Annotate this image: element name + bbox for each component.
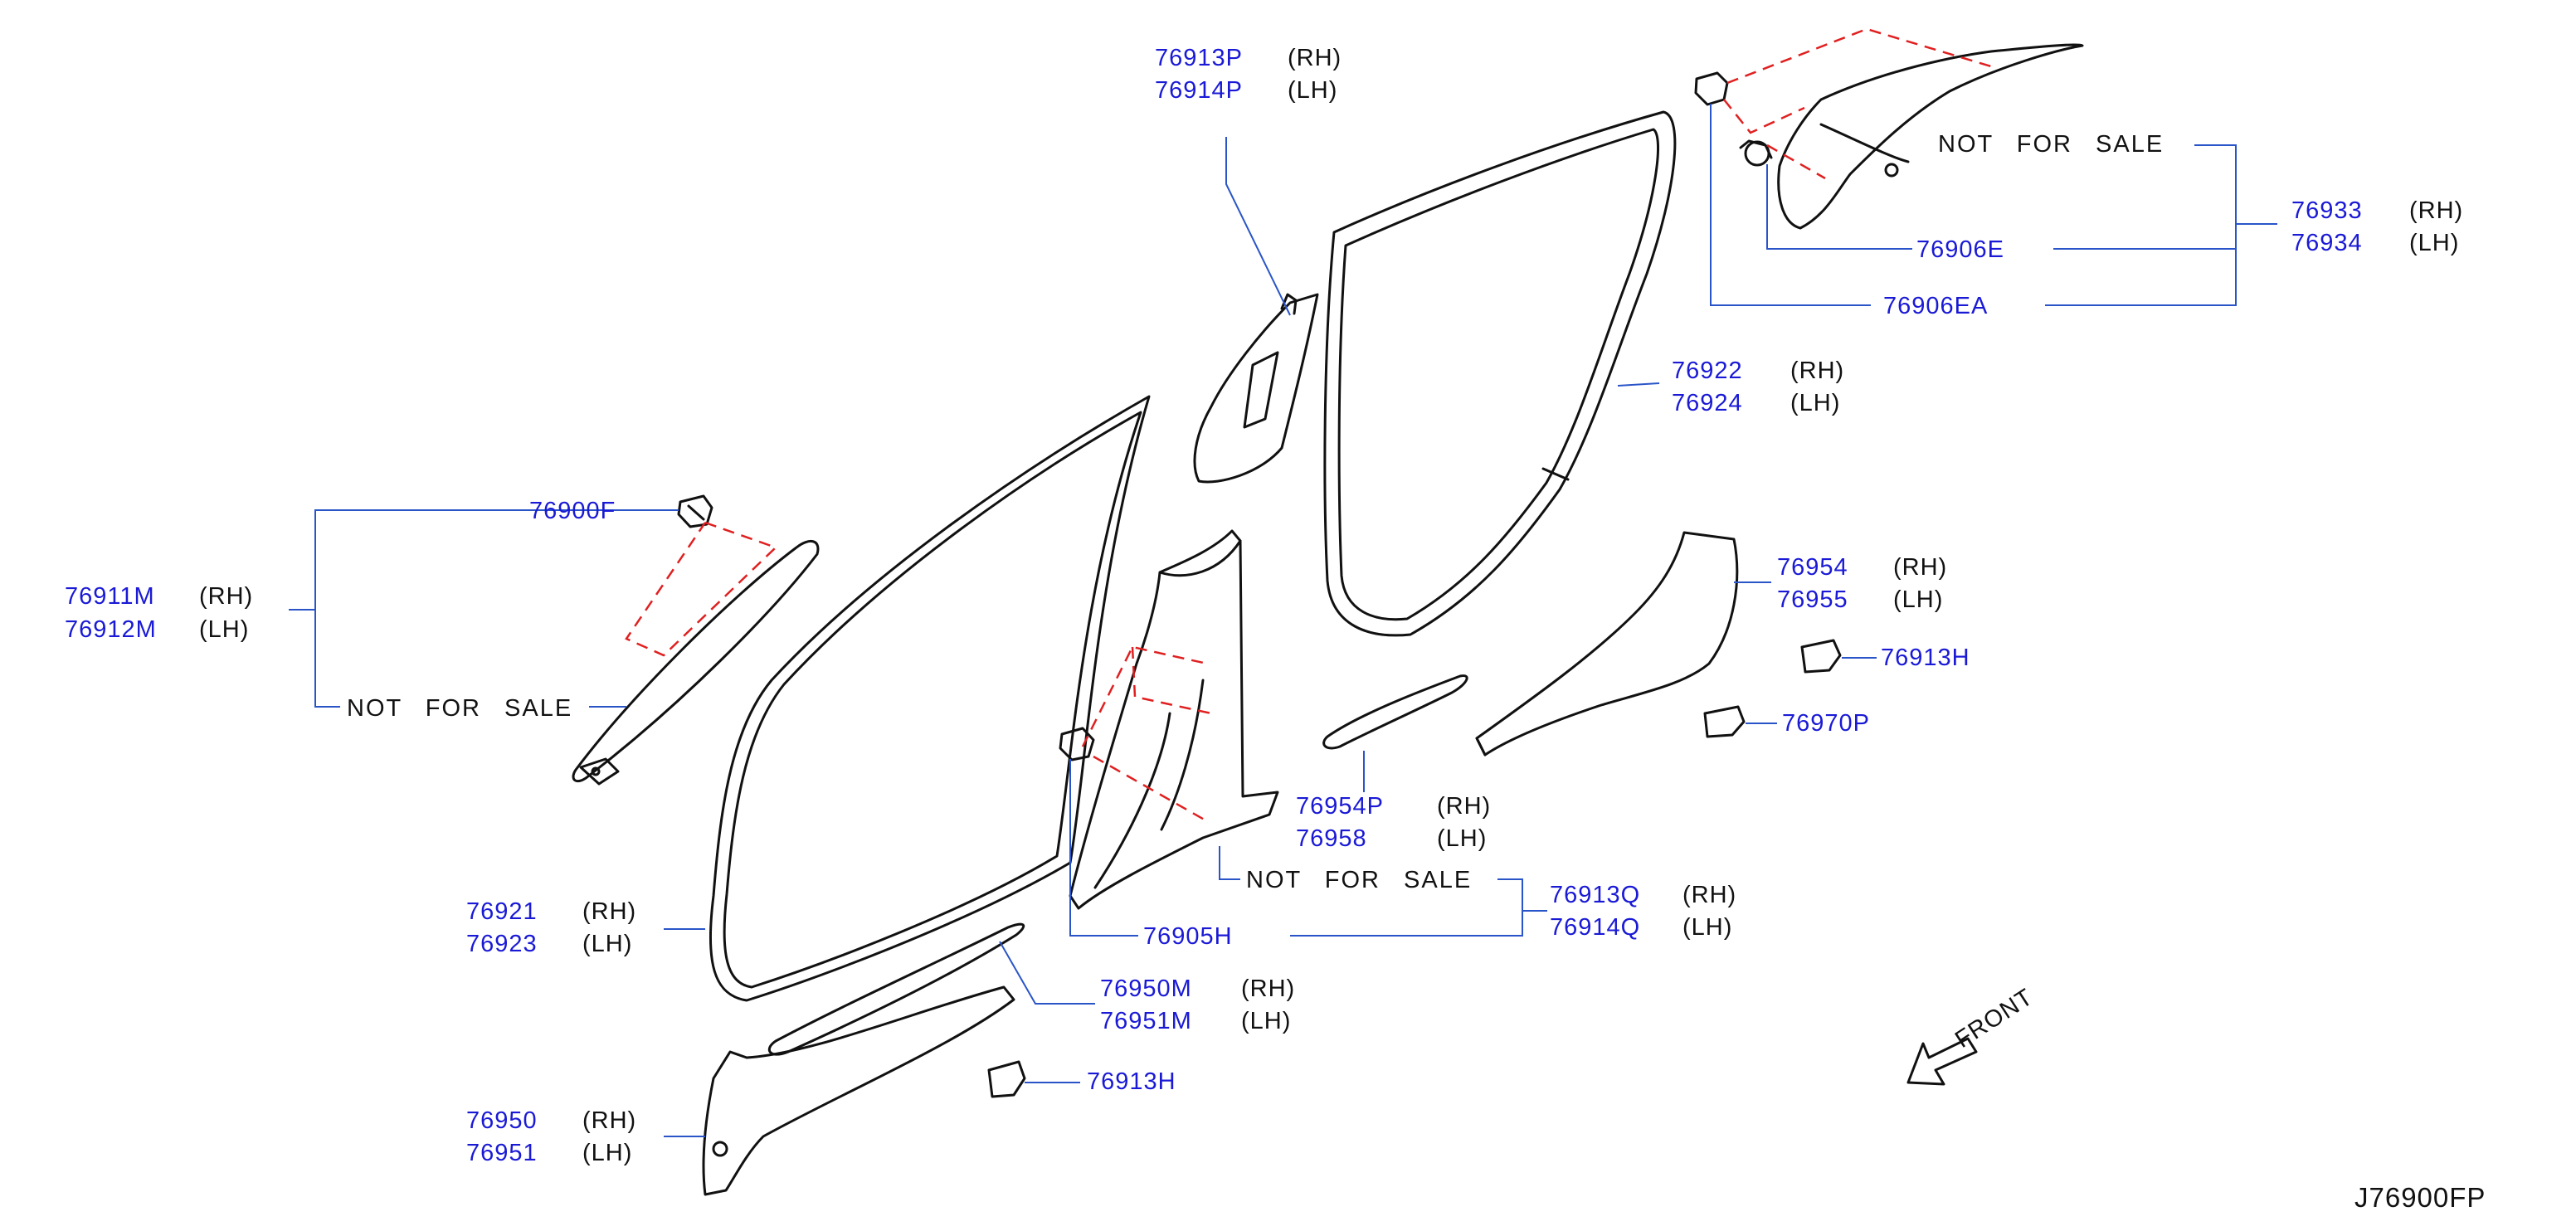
clip-76906E[interactable] xyxy=(1739,139,1773,167)
front-door-weatherstrip[interactable] xyxy=(709,395,1151,1002)
diagram-code: J76900FP xyxy=(2354,1182,2486,1213)
part-number-76954P[interactable]: 76954P xyxy=(1296,793,1384,820)
side-76914P: (LH) xyxy=(1288,77,1338,104)
side-76955: (LH) xyxy=(1893,586,1944,613)
part-number-76913H-front[interactable]: 76913H xyxy=(1087,1068,1176,1095)
side-76954P: (RH) xyxy=(1437,793,1492,820)
side-76951M: (LH) xyxy=(1241,1008,1292,1034)
side-76923: (LH) xyxy=(582,931,633,957)
side-76922: (RH) xyxy=(1790,358,1845,384)
side-76958: (LH) xyxy=(1437,825,1488,852)
part-number-76923[interactable]: 76923 xyxy=(466,931,538,957)
side-76912M: (LH) xyxy=(199,616,250,643)
rear-step-finisher[interactable] xyxy=(1322,674,1468,750)
part-number-76970P[interactable]: 76970P xyxy=(1782,710,1870,737)
clip-76913H-rear[interactable] xyxy=(1800,639,1842,674)
part-number-76951M[interactable]: 76951M xyxy=(1100,1008,1192,1034)
front-step-finisher[interactable] xyxy=(767,922,1025,1056)
rear-pillar-garnish[interactable] xyxy=(1777,43,2084,230)
part-number-76914P[interactable]: 76914P xyxy=(1155,77,1243,104)
not-for-sale-rear-pillar: NOT FOR SALE xyxy=(1938,131,2165,158)
side-76933: (RH) xyxy=(2409,197,2464,224)
side-76913Q: (RH) xyxy=(1682,882,1737,908)
part-number-76911M[interactable]: 76911M xyxy=(65,583,155,610)
side-76921: (RH) xyxy=(582,898,637,925)
part-number-76906E[interactable]: 76906E xyxy=(1916,236,2004,263)
part-number-76950[interactable]: 76950 xyxy=(466,1107,538,1134)
not-for-sale-center-pillar: NOT FOR SALE xyxy=(1246,867,1473,893)
front-pillar-garnish[interactable] xyxy=(572,540,820,786)
side-76954: (RH) xyxy=(1893,554,1948,581)
part-number-76950M[interactable]: 76950M xyxy=(1100,976,1192,1002)
part-number-76906EA[interactable]: 76906EA xyxy=(1883,293,1989,319)
part-number-76934[interactable]: 76934 xyxy=(2291,230,2363,256)
leader-lines xyxy=(289,104,2277,1137)
part-number-76924[interactable]: 76924 xyxy=(1672,390,1743,416)
not-for-sale-front-pillar: NOT FOR SALE xyxy=(347,695,573,722)
clip-76906EA[interactable] xyxy=(1694,71,1729,106)
side-76950: (RH) xyxy=(582,1107,637,1134)
rear-door-weatherstrip[interactable] xyxy=(1323,110,1677,637)
part-number-76922[interactable]: 76922 xyxy=(1672,358,1743,384)
part-number-76933[interactable]: 76933 xyxy=(2291,197,2363,224)
clip-76970P[interactable] xyxy=(1703,705,1746,738)
rear-kicking-plate[interactable] xyxy=(1475,531,1739,757)
part-number-76913Q[interactable]: 76913Q xyxy=(1550,882,1641,908)
part-number-76921[interactable]: 76921 xyxy=(466,898,538,925)
part-number-76954[interactable]: 76954 xyxy=(1777,554,1848,581)
side-76950M: (RH) xyxy=(1241,976,1296,1002)
part-number-76951[interactable]: 76951 xyxy=(466,1140,538,1166)
side-76914Q: (LH) xyxy=(1682,914,1733,941)
center-pillar-upper-garnish[interactable] xyxy=(1193,293,1319,484)
part-number-76900F[interactable]: 76900F xyxy=(529,498,616,524)
part-number-76955[interactable]: 76955 xyxy=(1777,586,1848,613)
side-76924: (LH) xyxy=(1790,390,1841,416)
part-number-76905H[interactable]: 76905H xyxy=(1143,923,1233,950)
part-number-76913P[interactable]: 76913P xyxy=(1155,45,1243,71)
part-number-76914Q[interactable]: 76914Q xyxy=(1550,914,1641,941)
part-number-76958[interactable]: 76958 xyxy=(1296,825,1367,852)
part-number-76913H-rear[interactable]: 76913H xyxy=(1881,645,1970,671)
side-76934: (LH) xyxy=(2409,230,2460,256)
clip-76905H[interactable] xyxy=(1059,727,1095,761)
part-number-76912M[interactable]: 76912M xyxy=(65,616,157,643)
front-arrow-icon xyxy=(1906,1037,1978,1086)
side-76951: (LH) xyxy=(582,1140,633,1166)
center-pillar-lower-garnish[interactable] xyxy=(1069,529,1279,910)
side-76913P: (RH) xyxy=(1288,45,1342,71)
clip-76913H-front[interactable] xyxy=(987,1060,1026,1098)
assembly-guide-lines xyxy=(625,27,1992,823)
front-kicking-plate[interactable] xyxy=(702,985,1015,1196)
side-76911M: (RH) xyxy=(199,583,254,610)
